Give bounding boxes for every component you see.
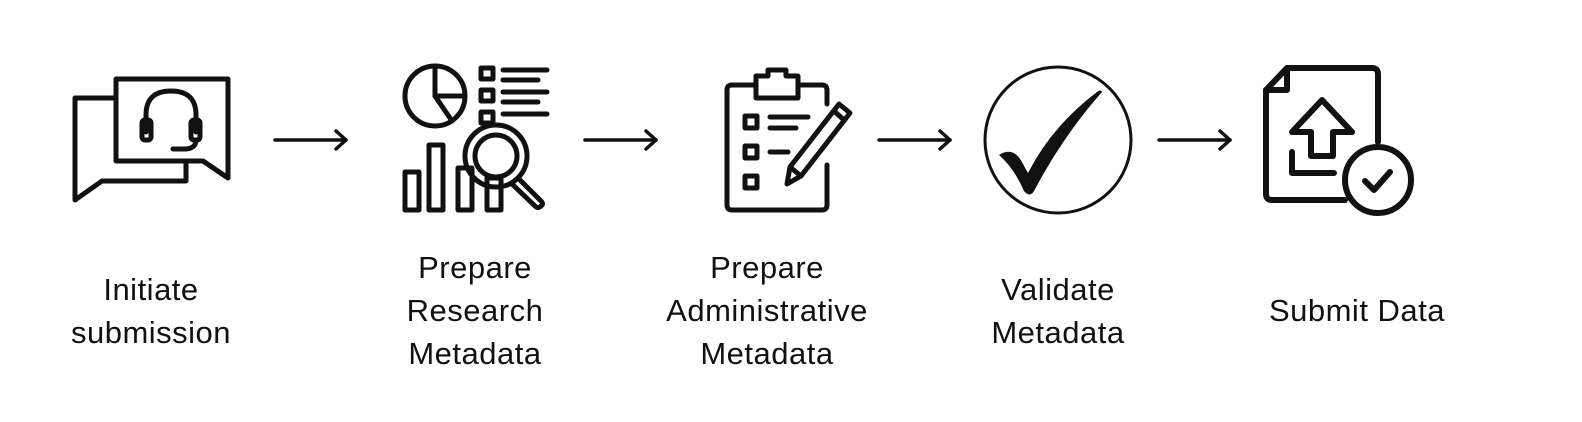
step-label-line: Metadata: [700, 336, 834, 371]
step-label-line: Prepare: [710, 250, 824, 285]
flow-arrow-1: [270, 124, 350, 156]
step-label-line: Initiate: [103, 272, 199, 307]
research-analytics-icon: [395, 60, 555, 220]
flow-arrow-3: [874, 124, 954, 156]
step-label-validate-metadata: Validate Metadata: [928, 268, 1188, 354]
chat-support-headset-icon: [66, 60, 236, 220]
step-label-line: Metadata: [408, 336, 542, 371]
checkmark-circle-icon: [980, 60, 1136, 220]
step-label-line: Metadata: [991, 315, 1125, 350]
step-label-prepare-research-metadata: Prepare Research Metadata: [345, 246, 605, 375]
step-label-line: Administrative: [666, 293, 868, 328]
step-label-line: Submit Data: [1268, 293, 1446, 328]
flow-arrow-4: [1154, 124, 1234, 156]
step-label-line: submission: [70, 315, 232, 350]
step-label-initiate-submission: Initiate submission: [21, 268, 281, 354]
step-label-line: Prepare: [418, 250, 532, 285]
step-label-submit-data: Submit Data: [1227, 289, 1487, 332]
step-label-line: Validate: [1001, 272, 1115, 307]
document-upload-check-icon: [1262, 60, 1422, 220]
step-label-prepare-administrative-metadata: Prepare Administrative Metadata: [637, 246, 897, 375]
step-label-line: Research: [406, 293, 544, 328]
flow-arrow-2: [580, 124, 660, 156]
clipboard-checklist-pencil-icon: [720, 60, 860, 220]
